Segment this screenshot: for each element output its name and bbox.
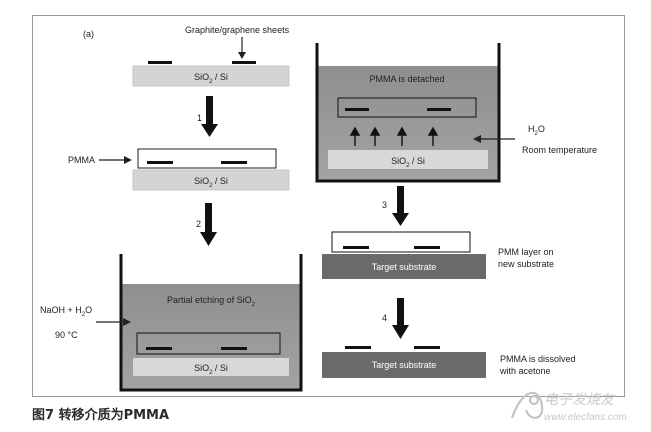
figure-caption: 图7 转移介质为PMMA <box>32 408 170 423</box>
step-arrowhead-2 <box>200 232 217 246</box>
pointer-arrowhead-pmma <box>124 156 132 164</box>
graphene-sheet <box>148 61 172 64</box>
step-number-3: 3 <box>382 200 387 210</box>
graphene-sheet <box>414 346 440 349</box>
step-number-2: 2 <box>196 219 201 229</box>
pointer-arrowhead-naoh <box>123 318 131 326</box>
dissolved-label-line2: with acetone <box>499 366 551 376</box>
step-arrow-4 <box>397 298 404 326</box>
pointer-arrowhead-graphite <box>238 52 246 59</box>
substrate-label: SiO2 / Si <box>194 363 228 376</box>
substrate-sio2-si <box>132 65 290 87</box>
pointer-arrowhead-water <box>473 135 481 143</box>
temperature-label: 90 °C <box>55 330 78 340</box>
watermark-url: www.elecfans.com <box>544 412 627 423</box>
panel-label: (a) <box>83 29 94 39</box>
step-arrowhead-4 <box>392 325 409 339</box>
substrate-sio2-si <box>328 150 488 169</box>
graphene-sheet <box>345 346 371 349</box>
watermark-cn-text: 电子发烧友 <box>544 392 616 408</box>
pmm-layer-label-line2: new substrate <box>498 259 554 269</box>
pmm-layer-label-line1: PMM layer on <box>498 247 554 257</box>
target-substrate-label: Target substrate <box>372 262 437 272</box>
step-arrowhead-1 <box>201 124 218 137</box>
step-arrow-2 <box>205 203 212 233</box>
naoh-label: NaOH + H2O <box>40 305 92 318</box>
room-temperature-label: Room temperature <box>522 145 597 155</box>
lift-arrows <box>349 126 439 146</box>
pmma-layer <box>337 97 477 118</box>
watermark-logo-icon <box>510 391 544 419</box>
graphite-sheets-label: Graphite/graphene sheets <box>185 25 290 35</box>
graphene-sheet <box>343 246 369 249</box>
substrate-label: SiO2 / Si <box>194 72 228 85</box>
substrate-label: SiO2 / Si <box>194 176 228 189</box>
water-label: H2O <box>528 124 545 137</box>
step-number-1: 1 <box>197 113 202 123</box>
graphene-sheet <box>414 246 440 249</box>
pmma-layer <box>137 148 277 169</box>
target-substrate <box>322 352 486 378</box>
target-substrate <box>322 254 486 279</box>
graphene-sheet <box>427 108 451 111</box>
graphene-sheet <box>147 161 173 164</box>
graphene-sheet <box>221 347 247 350</box>
substrate-sio2-si <box>132 169 290 191</box>
elecfans-watermark: 电子发烧友 www.elecfans.com <box>510 391 627 423</box>
pmma-label: PMMA <box>68 155 95 165</box>
graphene-sheet <box>345 108 369 111</box>
substrate-label: SiO2 / Si <box>391 156 425 169</box>
graphene-sheet <box>146 347 172 350</box>
pmma-layer <box>136 332 281 355</box>
step-arrowhead-3 <box>392 213 409 226</box>
step-arrow-3 <box>397 186 404 214</box>
water-bath-container <box>315 43 501 183</box>
partial-etching-label: Partial etching of SiO2 <box>167 295 256 308</box>
pmma-detached-label: PMMA is detached <box>369 74 444 84</box>
graphene-sheet <box>232 61 256 64</box>
step-number-4: 4 <box>382 313 387 323</box>
substrate-sio2-si <box>133 358 289 376</box>
step-arrow-1 <box>206 96 213 125</box>
dissolved-label-line1: PMMA is dissolved <box>500 354 576 364</box>
target-substrate-label: Target substrate <box>372 360 437 370</box>
graphene-sheet <box>221 161 247 164</box>
